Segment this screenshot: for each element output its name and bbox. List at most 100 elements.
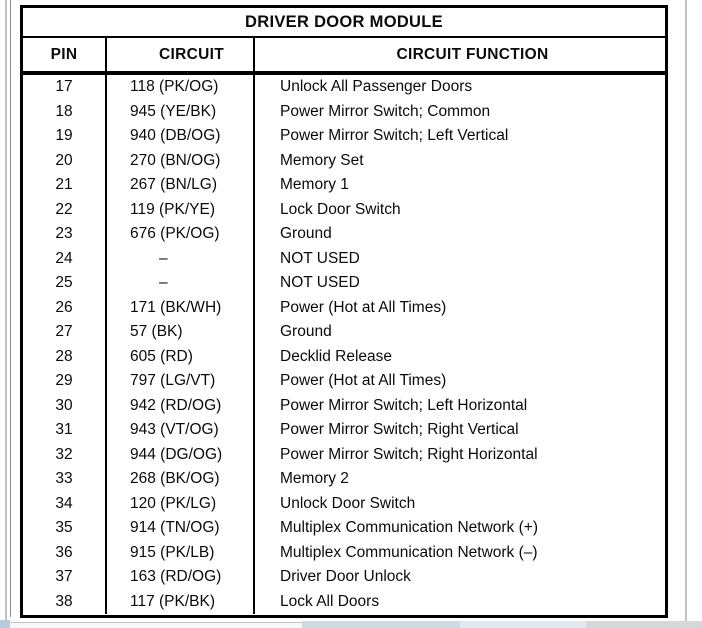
- circuit-cell: 940 (DB/OG): [107, 124, 255, 149]
- function-cell: Power Mirror Switch; Right Horizontal: [280, 445, 538, 463]
- circuit-cell: 268 (BK/OG): [107, 467, 255, 492]
- pin-cell: 32: [23, 442, 107, 467]
- circuit-cell: 945 (YE/BK): [107, 99, 255, 124]
- driver-door-module-table: DRIVER DOOR MODULE PIN CIRCUIT CIRCUIT F…: [20, 5, 668, 618]
- function-cell: Ground: [280, 225, 332, 243]
- function-cell: Ground: [280, 323, 332, 341]
- function-cell: Driver Door Unlock: [280, 568, 411, 586]
- function-cell: Power (Hot at All Times): [280, 372, 447, 390]
- table-row: 31 943 (VT/OG) Power Mirror Switch; Righ…: [23, 418, 665, 443]
- table-row: 36 915 (PK/LB) Multiplex Communication N…: [23, 540, 665, 565]
- table-row: 20 270 (BN/OG) Memory Set: [23, 148, 665, 173]
- circuit-cell: –: [107, 271, 255, 296]
- pin-cell: 35: [23, 516, 107, 541]
- pin-cell: 21: [23, 173, 107, 198]
- circuit-cell: 605 (RD): [107, 344, 255, 369]
- page-edge-right-line: [685, 0, 687, 621]
- table-row: 21 267 (BN/LG) Memory 1: [23, 173, 665, 198]
- pin-cell: 31: [23, 418, 107, 443]
- table-header-row: PIN CIRCUIT CIRCUIT FUNCTION: [23, 38, 665, 75]
- pin-cell: 33: [23, 467, 107, 492]
- pin-cell: 34: [23, 491, 107, 516]
- function-cell: Multiplex Communication Network (+): [280, 519, 538, 537]
- table-row: 30 942 (RD/OG) Power Mirror Switch; Left…: [23, 393, 665, 418]
- pin-cell: 26: [23, 295, 107, 320]
- table-row: 28 605 (RD) Decklid Release: [23, 344, 665, 369]
- table-row: 25 – NOT USED: [23, 271, 665, 296]
- pin-cell: 24: [23, 246, 107, 271]
- table-row: 23 676 (PK/OG) Ground: [23, 222, 665, 247]
- bottom-chrome-segment: [460, 621, 586, 628]
- function-cell: Unlock All Passenger Doors: [280, 78, 473, 96]
- pin-cell: 30: [23, 393, 107, 418]
- pin-cell: 38: [23, 589, 107, 614]
- function-cell: Power Mirror Switch; Right Vertical: [280, 421, 519, 439]
- bottom-chrome-segment: [0, 620, 10, 628]
- pin-cell: 36: [23, 540, 107, 565]
- circuit-cell: 915 (PK/LB): [107, 540, 255, 565]
- page-edge-left-line: [5, 0, 7, 621]
- pin-cell: 20: [23, 148, 107, 173]
- function-cell: NOT USED: [280, 274, 360, 292]
- circuit-cell: 943 (VT/OG): [107, 418, 255, 443]
- column-header-pin: PIN: [23, 38, 107, 71]
- table-row: 18 945 (YE/BK) Power Mirror Switch; Comm…: [23, 99, 665, 124]
- function-cell: Power (Hot at All Times): [280, 298, 447, 316]
- function-cell: Memory 2: [280, 470, 349, 488]
- circuit-cell: 118 (PK/OG): [107, 75, 255, 100]
- function-cell: Power Mirror Switch; Left Vertical: [280, 127, 509, 145]
- function-cell: Power Mirror Switch; Common: [280, 102, 491, 120]
- circuit-cell: 120 (PK/LG): [107, 491, 255, 516]
- function-cell: Lock Door Switch: [280, 200, 401, 218]
- pin-cell: 19: [23, 124, 107, 149]
- circuit-cell: 270 (BN/OG): [107, 148, 255, 173]
- table-row: 29 797 (LG/VT) Power (Hot at All Times): [23, 369, 665, 394]
- function-cell: Power Mirror Switch; Left Horizontal: [280, 396, 528, 414]
- function-cell: Multiplex Communication Network (–): [280, 543, 538, 561]
- table-row: 19 940 (DB/OG) Power Mirror Switch; Left…: [23, 124, 665, 149]
- pin-cell: 18: [23, 99, 107, 124]
- pin-cell: 28: [23, 344, 107, 369]
- circuit-cell: 267 (BN/LG): [107, 173, 255, 198]
- table-row: 35 914 (TN/OG) Multiplex Communication N…: [23, 516, 665, 541]
- pin-cell: 22: [23, 197, 107, 222]
- circuit-cell: 914 (TN/OG): [107, 516, 255, 541]
- table-row: 24 – NOT USED: [23, 246, 665, 271]
- function-cell: Decklid Release: [280, 347, 392, 365]
- table-row: 34 120 (PK/LG) Unlock Door Switch: [23, 491, 665, 516]
- table-row: 32 944 (DG/OG) Power Mirror Switch; Righ…: [23, 442, 665, 467]
- circuit-cell: 57 (BK): [107, 320, 255, 345]
- table-row: 27 57 (BK) Ground: [23, 320, 665, 345]
- table-row: 38 117 (PK/BK) Lock All Doors: [23, 589, 665, 614]
- table-row: 17 118 (PK/OG) Unlock All Passenger Door…: [23, 75, 665, 100]
- pin-cell: 29: [23, 369, 107, 394]
- circuit-cell: 171 (BK/WH): [107, 295, 255, 320]
- circuit-cell: 797 (LG/VT): [107, 369, 255, 394]
- function-cell: Memory Set: [280, 151, 364, 169]
- function-cell: Lock All Doors: [280, 592, 380, 610]
- column-header-circuit-function: CIRCUIT FUNCTION: [396, 45, 549, 63]
- bottom-chrome-segment: [10, 622, 302, 628]
- pin-cell: 27: [23, 320, 107, 345]
- circuit-cell: 119 (PK/YE): [107, 197, 255, 222]
- table-row: 33 268 (BK/OG) Memory 2: [23, 467, 665, 492]
- table-title: DRIVER DOOR MODULE: [23, 8, 665, 38]
- pin-cell: 17: [23, 75, 107, 100]
- pin-cell: 23: [23, 222, 107, 247]
- circuit-cell: 942 (RD/OG): [107, 393, 255, 418]
- table-row: 26 171 (BK/WH) Power (Hot at All Times): [23, 295, 665, 320]
- pin-cell: 37: [23, 565, 107, 590]
- bottom-chrome-segment: [302, 621, 460, 628]
- function-cell: NOT USED: [280, 249, 360, 267]
- circuit-cell: 163 (RD/OG): [107, 565, 255, 590]
- column-header-circuit: CIRCUIT: [107, 38, 255, 71]
- function-cell: Memory 1: [280, 176, 349, 194]
- table-body: 17 118 (PK/OG) Unlock All Passenger Door…: [23, 75, 665, 615]
- circuit-cell: –: [107, 246, 255, 271]
- bottom-chrome-segment: [586, 621, 702, 628]
- page-rule-left-line: [10, 0, 11, 617]
- circuit-cell: 117 (PK/BK): [107, 589, 255, 614]
- pin-cell: 25: [23, 271, 107, 296]
- table-row: 37 163 (RD/OG) Driver Door Unlock: [23, 565, 665, 590]
